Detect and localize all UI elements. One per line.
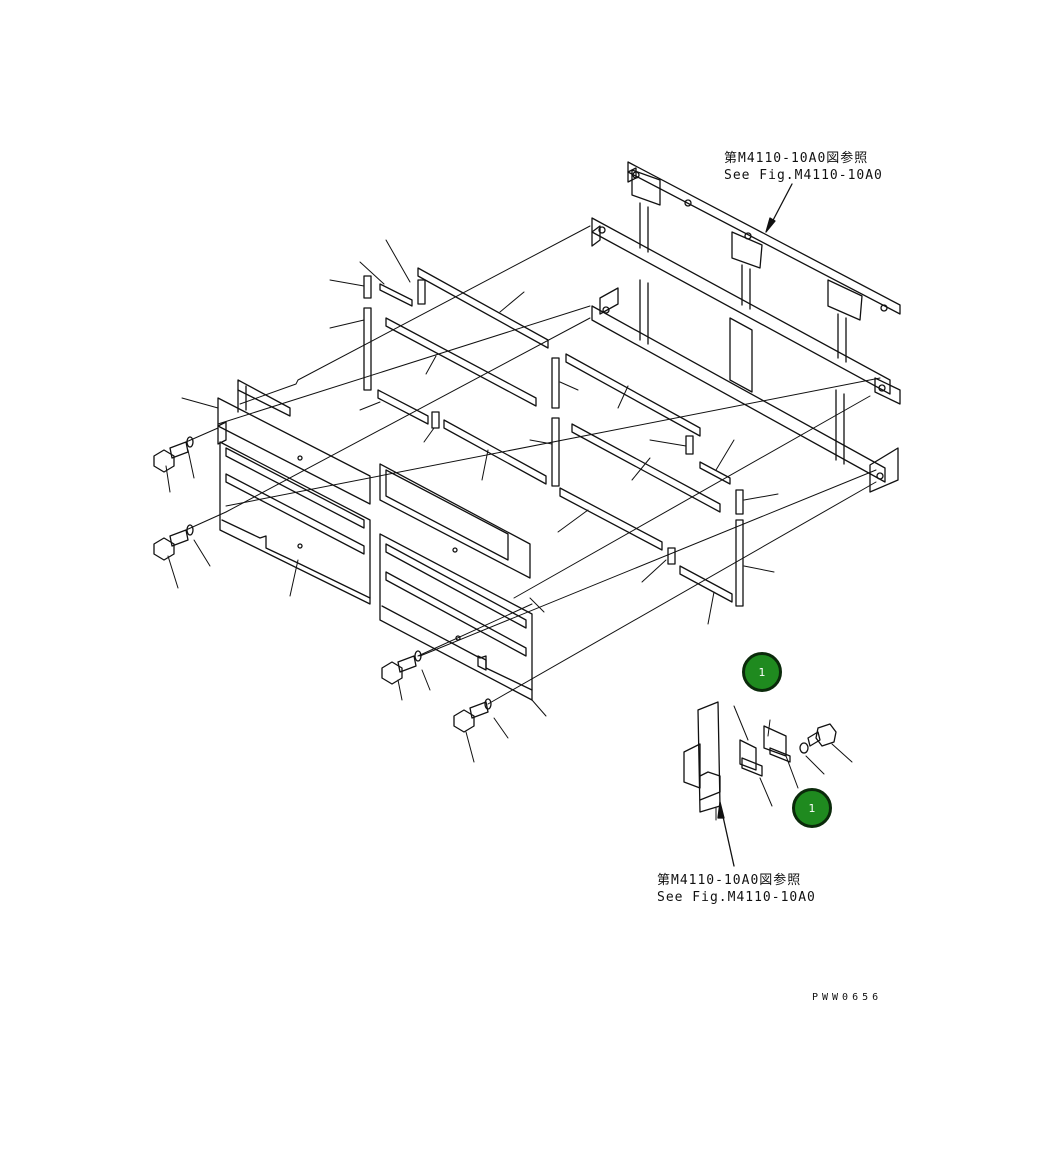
upper-frame-rail — [627, 161, 901, 363]
part-callout-1-lower[interactable]: 1 — [792, 788, 832, 828]
middle-frame-rails — [591, 217, 901, 493]
assembly-lines — [185, 225, 881, 821]
top-reference-en: See Fig.M4110-10A0 — [724, 168, 883, 183]
front-left-panels — [217, 379, 371, 605]
vertical-posts — [363, 275, 744, 607]
callout-number: 1 — [808, 801, 816, 815]
bottom-figure-reference: 第M4110-10A0図参照 See Fig.M4110-10A0 — [657, 872, 816, 906]
drawing-code: PWW0656 — [812, 992, 883, 1003]
callout-number: 1 — [758, 665, 766, 679]
bolts-and-washers — [153, 436, 492, 733]
leader-lines — [165, 239, 853, 807]
reference-arrows — [717, 183, 793, 867]
front-right-panels — [379, 463, 533, 701]
top-figure-reference: 第M4110-10A0図参照 See Fig.M4110-10A0 — [724, 150, 883, 184]
part-callout-1-upper[interactable]: 1 — [742, 652, 782, 692]
top-reference-jp: 第M4110-10A0図参照 — [724, 151, 869, 166]
bottom-reference-en: See Fig.M4110-10A0 — [657, 890, 816, 905]
bottom-reference-jp: 第M4110-10A0図参照 — [657, 873, 802, 888]
upper-long-bars — [377, 267, 733, 603]
